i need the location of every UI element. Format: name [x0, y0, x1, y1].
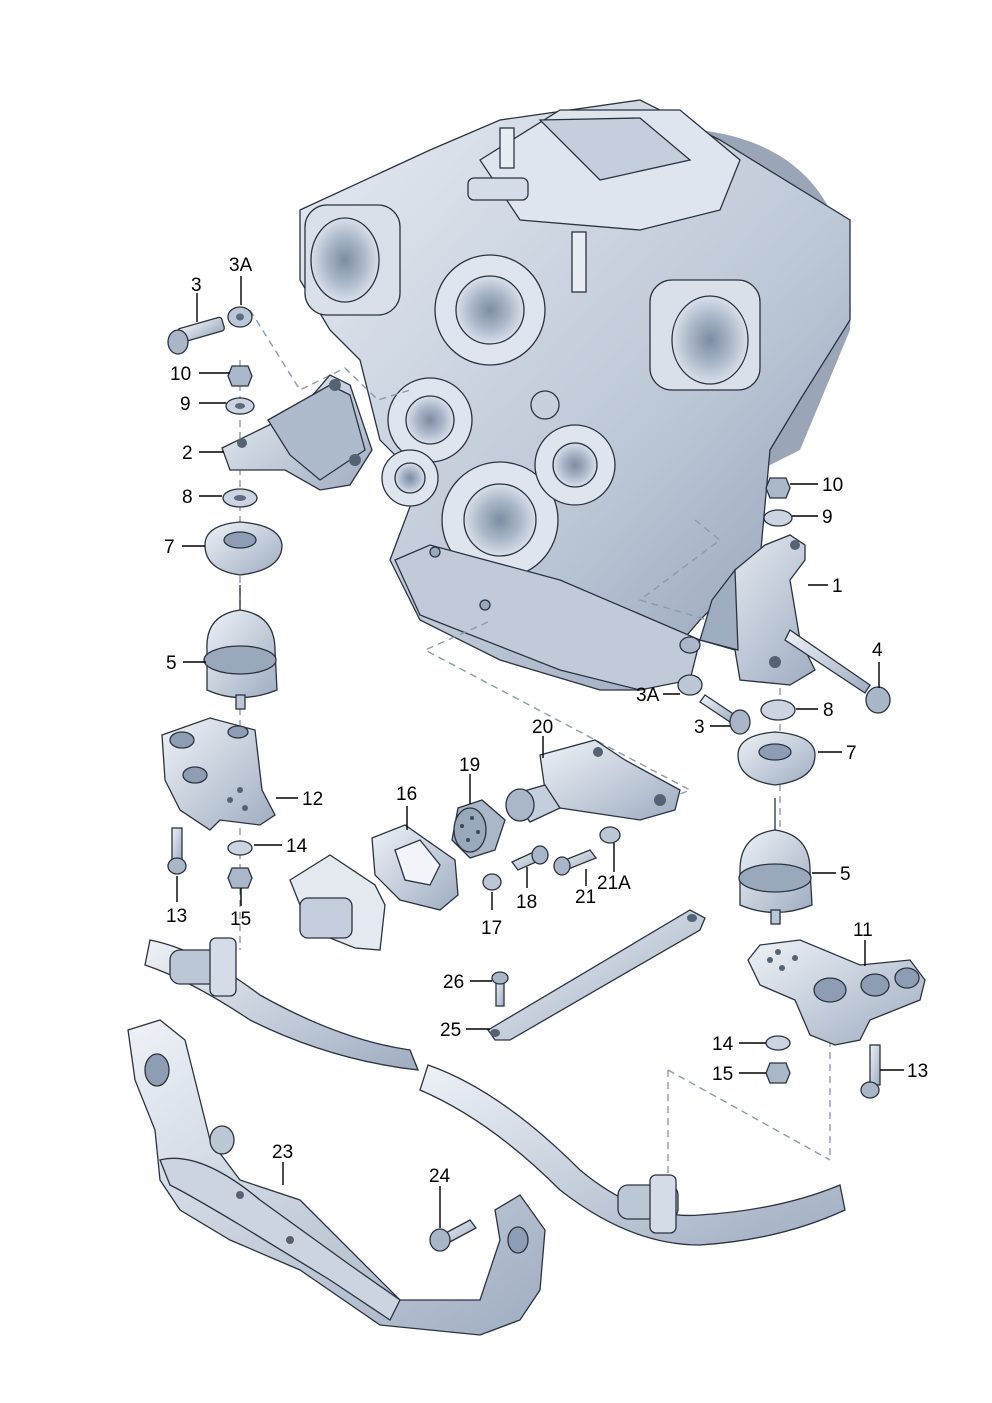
callout-15-right: 15 [712, 1064, 733, 1085]
callout-3a-left: 3A [229, 255, 253, 276]
callout-26: 26 [443, 972, 464, 993]
right-mount-stack [677, 477, 926, 1099]
callout-3a-right: 3A [636, 685, 660, 706]
callout-7-right: 7 [846, 743, 857, 764]
callout-15-left: 15 [230, 909, 251, 930]
callout-10-right: 10 [822, 475, 843, 496]
strap-25 [487, 909, 706, 1041]
callout-14-left: 14 [286, 836, 308, 857]
callout-8-left: 8 [182, 487, 193, 508]
engine-block [299, 99, 851, 691]
callout-21: 21 [575, 887, 596, 908]
bolt-3-left [167, 316, 225, 355]
subframe-23 [127, 1019, 546, 1336]
callout-2: 2 [182, 443, 193, 464]
leader-lines [176, 276, 904, 1228]
callout-4: 4 [872, 640, 883, 661]
callout-7-left: 7 [164, 537, 175, 558]
callout-19: 19 [459, 755, 480, 776]
callout-16: 16 [396, 784, 417, 805]
callout-14-right: 14 [712, 1034, 734, 1055]
callout-9-left: 9 [180, 394, 191, 415]
callout-5-left: 5 [166, 653, 177, 674]
callout-17: 17 [481, 918, 502, 939]
callout-10-left: 10 [170, 364, 191, 385]
callout-11: 11 [853, 920, 873, 941]
callout-9-right: 9 [822, 507, 833, 528]
callout-1: 1 [832, 576, 843, 597]
callout-3-right: 3 [694, 717, 705, 738]
callout-12: 12 [302, 789, 323, 810]
callout-21a: 21A [597, 873, 631, 894]
callout-13-right: 13 [907, 1061, 928, 1082]
callout-25: 25 [440, 1020, 461, 1041]
callout-3-left: 3 [191, 275, 202, 296]
callout-5-right: 5 [840, 864, 851, 885]
callout-18: 18 [516, 892, 537, 913]
callout-23: 23 [272, 1142, 293, 1163]
left-mount-stack [161, 306, 373, 889]
center-mount-assembly [289, 739, 681, 951]
callout-8-right: 8 [823, 700, 834, 721]
callout-labels: 3 3A 10 9 2 8 7 5 12 13 14 15 16 19 20 1… [164, 255, 928, 1187]
callout-20: 20 [532, 717, 553, 738]
stabilizer-bar [144, 937, 846, 1246]
callout-24: 24 [429, 1166, 451, 1187]
callout-13-left: 13 [166, 906, 187, 927]
